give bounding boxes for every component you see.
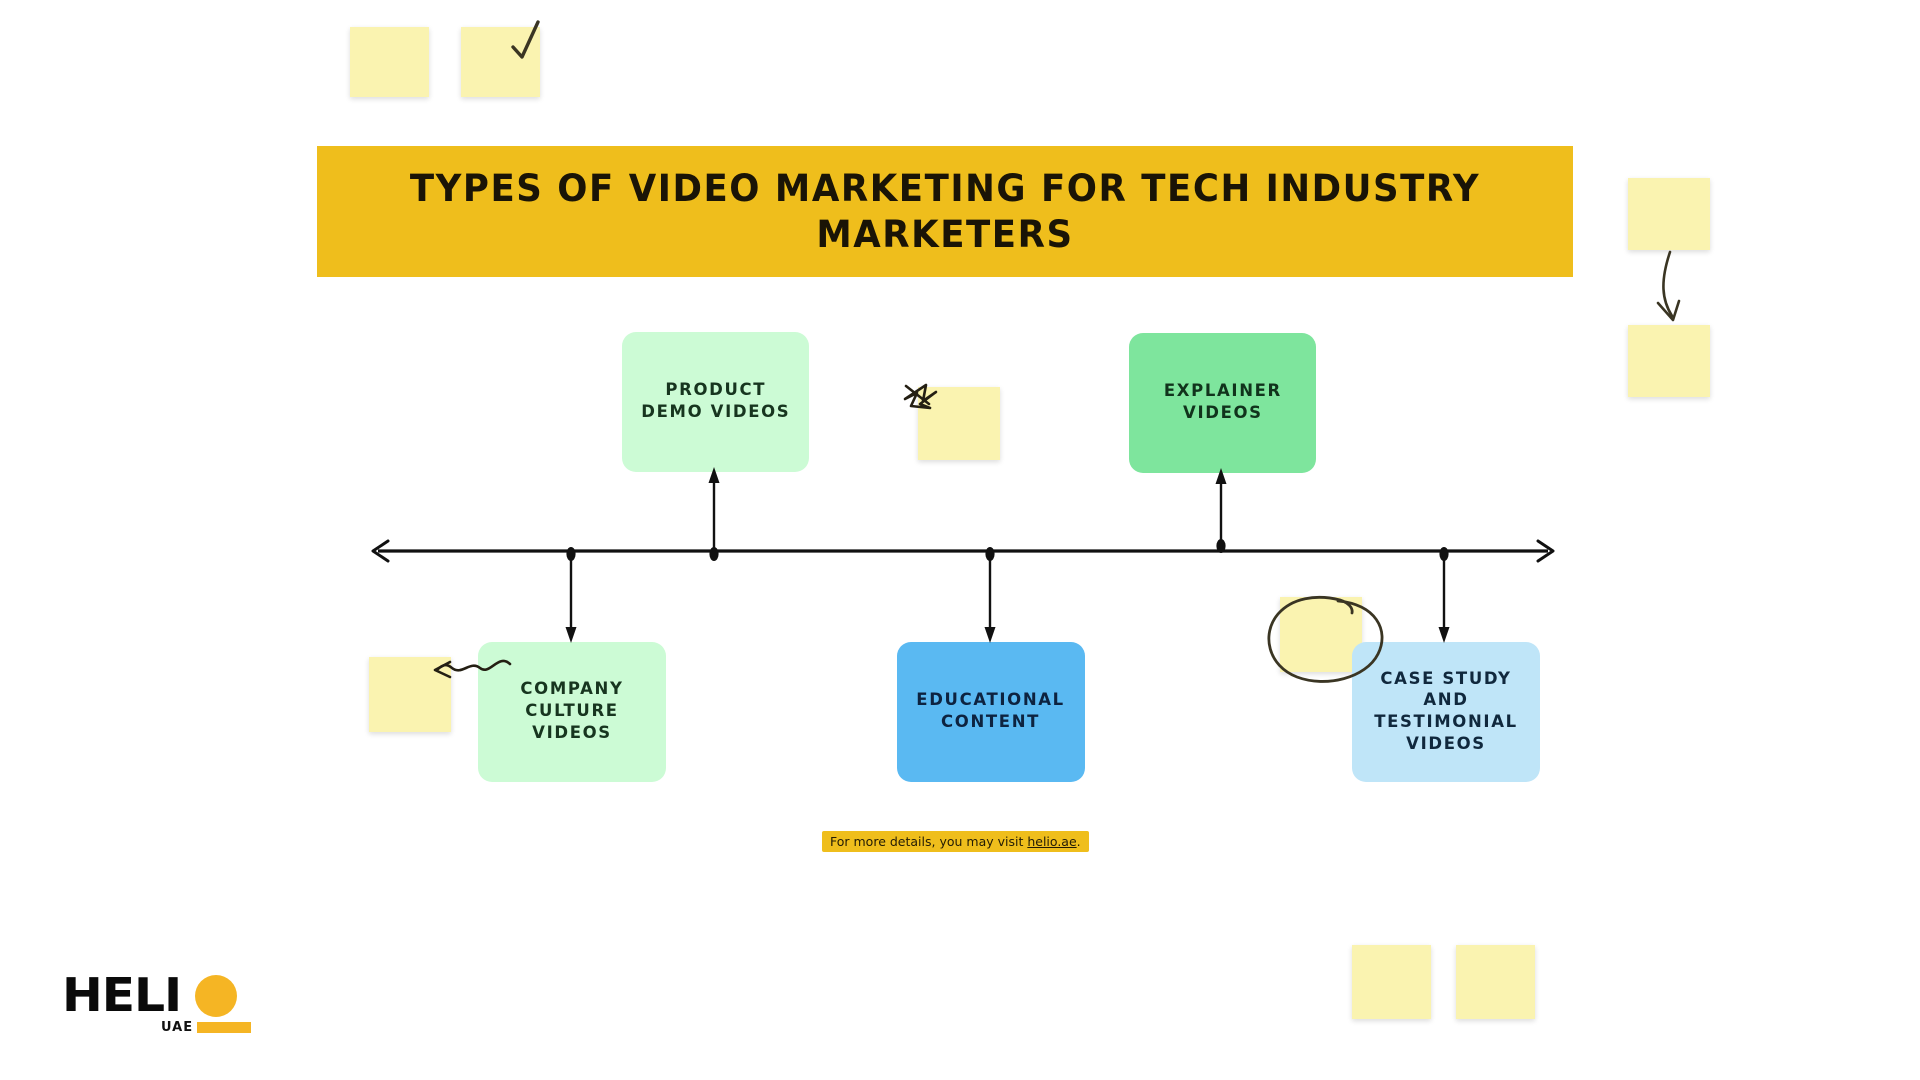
footer-note-suffix: . <box>1076 834 1081 849</box>
curved-arrow-down-icon <box>1656 250 1681 322</box>
sticky-note-right-upper[interactable] <box>1628 178 1710 250</box>
timeline-nodes <box>566 539 1449 561</box>
topic-card-explainer-videos[interactable]: EXPLAINER VIDEOS <box>1129 333 1316 473</box>
topic-card-company-culture-videos[interactable]: COMPANY CULTURE VIDEOS <box>478 642 666 782</box>
logo-wordmark: HELI <box>62 968 182 1022</box>
timeline-axis <box>371 539 1555 563</box>
sticky-note-right-lower[interactable] <box>1628 325 1710 397</box>
topic-card-case-study-testimonial-videos[interactable]: CASE STUDY AND TESTIMONIAL VIDEOS <box>1352 642 1540 782</box>
logo-sub-label: UAE <box>161 1020 194 1035</box>
helio-logo: HELI UAE <box>62 972 252 1047</box>
logo-circle-icon <box>195 975 237 1017</box>
sticky-note-circled[interactable] <box>1280 597 1362 672</box>
topic-card-label: EDUCATIONAL CONTENT <box>916 690 1066 732</box>
topic-card-label: EXPLAINER VIDEOS <box>1163 381 1282 423</box>
connector-case-study <box>1438 554 1450 643</box>
sticky-note-bottom-1[interactable] <box>1352 945 1431 1019</box>
sticky-note-bottom-2[interactable] <box>1456 945 1535 1019</box>
title-banner: TYPES OF VIDEO MARKETING FOR TECH INDUST… <box>317 146 1573 277</box>
topic-card-label: COMPANY CULTURE VIDEOS <box>520 679 624 743</box>
connector-company-culture <box>565 554 577 643</box>
sticky-note-top-left-2[interactable] <box>461 27 540 97</box>
topic-card-product-demo-videos[interactable]: PRODUCT DEMO VIDEOS <box>622 332 809 472</box>
helio-link[interactable]: helio.ae <box>1027 834 1077 849</box>
page-title: TYPES OF VIDEO MARKETING FOR TECH INDUST… <box>409 167 1481 256</box>
topic-card-label: PRODUCT DEMO VIDEOS <box>640 380 791 422</box>
topic-card-educational-content[interactable]: EDUCATIONAL CONTENT <box>897 642 1085 782</box>
connector-explainer <box>1215 468 1227 548</box>
footer-note-prefix: For more details, you may visit <box>830 834 1028 849</box>
sticky-note-top-left-1[interactable] <box>350 27 429 97</box>
connector-educational-content <box>984 554 996 643</box>
topic-card-label: CASE STUDY AND TESTIMONIAL VIDEOS <box>1374 668 1518 754</box>
connector-product-demo <box>708 467 720 552</box>
logo-accent-bar <box>197 1022 251 1033</box>
sticky-note-left-lower[interactable] <box>369 657 451 732</box>
footer-note: For more details, you may visit helio.ae… <box>822 831 1089 852</box>
sticky-note-center[interactable] <box>918 387 1000 460</box>
